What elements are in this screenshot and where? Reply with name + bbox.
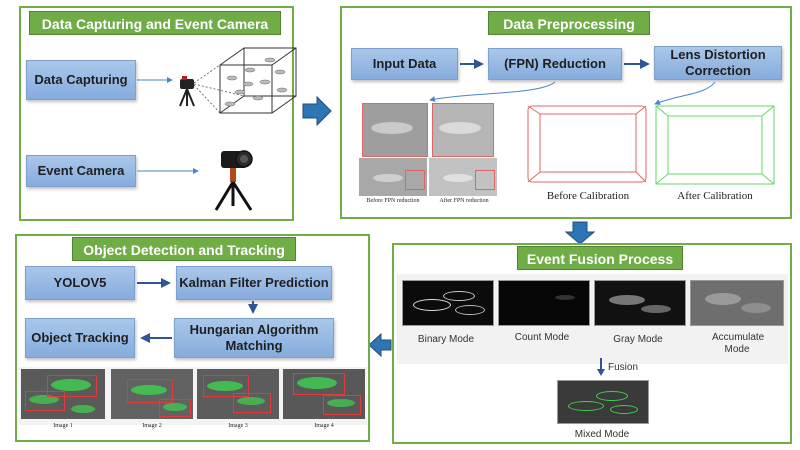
tracking-image-3	[197, 369, 279, 419]
caption-image-2: Image 2	[142, 423, 162, 429]
label-accumulate-mode: Accumulate Mode	[712, 332, 765, 355]
caption-after-calibration: After Calibration	[677, 190, 753, 202]
label-count-mode: Count Mode	[514, 332, 570, 343]
tracking-image-2	[111, 369, 193, 419]
tracking-image-4	[283, 369, 365, 419]
gray-mode-image	[594, 280, 686, 326]
box-kalman-filter: Kalman Filter Prediction	[176, 266, 332, 300]
mixed-mode-image	[557, 380, 649, 424]
box-input-data: Input Data	[351, 48, 458, 80]
fpn-after-image	[429, 158, 497, 196]
count-mode-image	[498, 280, 590, 326]
tracking-image-1	[21, 369, 105, 419]
panel-title-object-detection: Object Detection and Tracking	[72, 237, 296, 261]
fpn-after-zoom-image	[432, 103, 494, 157]
box-fpn-reduction: (FPN) Reduction	[488, 48, 622, 80]
caption-image-4: Image 4	[314, 423, 334, 429]
accumulate-mode-image	[690, 280, 784, 326]
caption-image-3: Image 3	[228, 423, 248, 429]
binary-mode-image	[402, 280, 494, 326]
label-mixed-mode: Mixed Mode	[574, 429, 630, 440]
box-yolov5: YOLOV5	[25, 266, 135, 300]
box-lens-distortion: Lens Distortion Correction	[654, 46, 782, 80]
label-fusion: Fusion	[608, 362, 639, 373]
fpn-before-image	[359, 158, 427, 196]
caption-before-calibration: Before Calibration	[546, 190, 630, 202]
caption-before-fpn: Before FPN reduction	[366, 198, 420, 204]
label-gray-mode: Gray Mode	[613, 334, 663, 345]
box-hungarian-algorithm: Hungarian Algorithm Matching	[174, 318, 334, 358]
box-data-capturing: Data Capturing	[26, 60, 136, 100]
label-binary-mode: Binary Mode	[417, 334, 475, 345]
panel-title-data-preprocessing: Data Preprocessing	[488, 11, 650, 35]
caption-after-fpn: After FPN reduction	[439, 198, 489, 204]
panel-title-event-fusion: Event Fusion Process	[517, 246, 683, 270]
box-event-camera: Event Camera	[26, 155, 136, 187]
box-object-tracking: Object Tracking	[25, 318, 135, 358]
caption-image-1: Image 1	[53, 423, 73, 429]
panel-title-data-capturing: Data Capturing and Event Camera	[29, 11, 281, 35]
fpn-before-zoom-image	[362, 103, 428, 157]
